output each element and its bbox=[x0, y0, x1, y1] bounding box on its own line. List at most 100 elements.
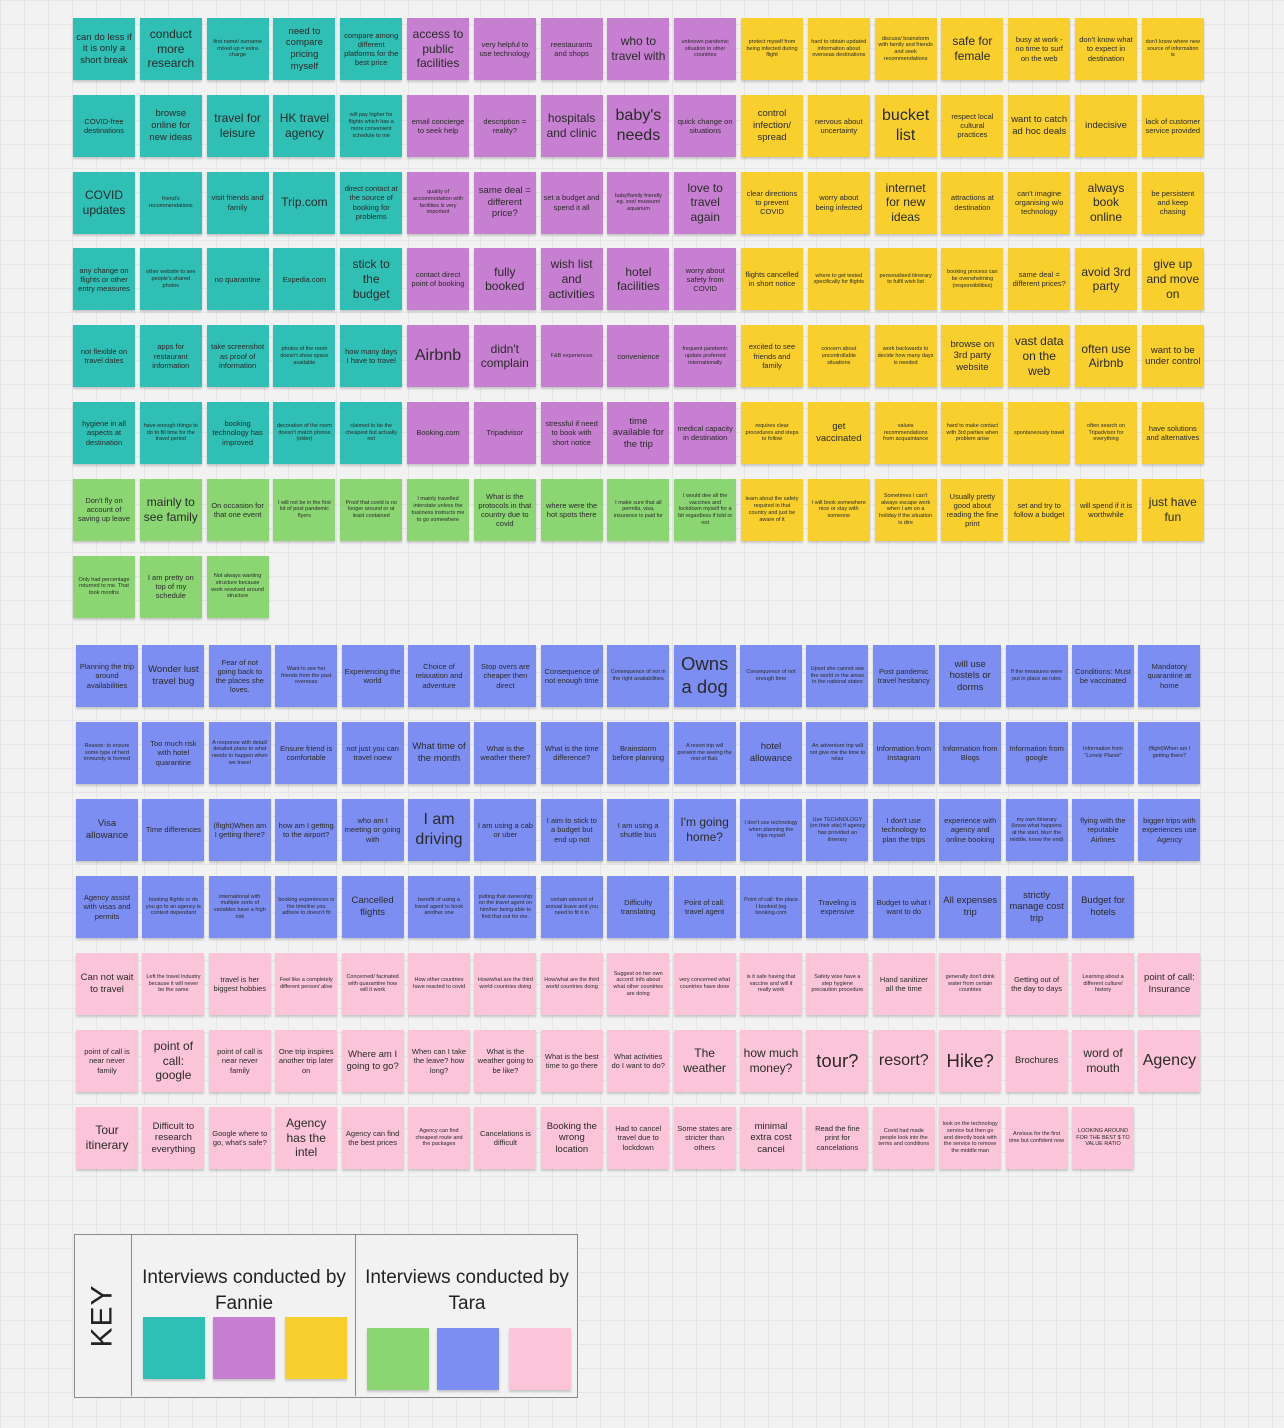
sticky-note[interactable]: don't know what to expect in destination bbox=[1075, 18, 1137, 80]
sticky-note[interactable]: friend's recommendations bbox=[139, 171, 202, 234]
sticky-note[interactable]: Agency can find the best prices bbox=[341, 1107, 404, 1169]
sticky-note[interactable]: discuss/ brainstorm with family and frie… bbox=[874, 18, 937, 80]
sticky-note[interactable]: hard to make contact with 3rd parties wh… bbox=[941, 402, 1004, 464]
sticky-note[interactable]: strictly manage cost trip bbox=[1005, 876, 1068, 938]
sticky-note[interactable]: I don't use technology when planning the… bbox=[740, 799, 802, 861]
sticky-note[interactable]: direct contact at the source of booking … bbox=[340, 171, 403, 234]
sticky-note[interactable]: other website to see people's shared pho… bbox=[139, 248, 202, 311]
sticky-note[interactable]: point of call is near never family bbox=[208, 1030, 271, 1092]
sticky-note[interactable]: Use TECHNOLOGY (on their site) if agency… bbox=[806, 799, 869, 861]
sticky-note[interactable]: Fear of not going back to the places she… bbox=[208, 645, 271, 707]
sticky-note[interactable]: time available for the trip bbox=[607, 402, 670, 464]
sticky-note[interactable]: contact direct point of booking bbox=[407, 248, 469, 311]
sticky-note[interactable]: On occasion for that one event bbox=[206, 478, 269, 541]
sticky-note[interactable]: When can I take the leave? how long? bbox=[408, 1030, 470, 1092]
sticky-note[interactable]: Left the travel industry because it will… bbox=[142, 953, 205, 1015]
sticky-note[interactable]: stick to the budget bbox=[340, 248, 403, 311]
sticky-note[interactable]: how am I getting to the airport? bbox=[275, 799, 338, 861]
sticky-note[interactable]: is it safe having that vaccine and will … bbox=[740, 953, 802, 1015]
sticky-note[interactable]: Too much risk with hotel quarantine bbox=[142, 722, 205, 784]
sticky-note[interactable]: Want to see her friends from the past ov… bbox=[275, 645, 338, 707]
sticky-note[interactable]: description = reality? bbox=[473, 94, 536, 157]
sticky-note[interactable]: lack of customer service provided bbox=[1141, 94, 1204, 157]
sticky-note[interactable]: I'm going home? bbox=[673, 799, 736, 861]
sticky-note[interactable]: point of call: Insurance bbox=[1138, 953, 1201, 1015]
sticky-note[interactable]: Post pandemic travel hesitancy bbox=[872, 645, 935, 707]
sticky-note[interactable]: Tour itinerary bbox=[76, 1107, 138, 1169]
sticky-note[interactable]: Where am I going to go? bbox=[341, 1030, 404, 1092]
sticky-note[interactable]: reestaurants and shops bbox=[540, 18, 603, 80]
sticky-note[interactable]: can't imagine organising w/o technology bbox=[1008, 171, 1071, 234]
sticky-note[interactable]: access to public facilities bbox=[407, 18, 469, 80]
sticky-note[interactable]: worry about safety from COVID bbox=[674, 248, 737, 311]
sticky-note[interactable]: I am using a cab or uber bbox=[474, 799, 537, 861]
sticky-note[interactable]: be persistent and keep chasing bbox=[1141, 171, 1204, 234]
sticky-note[interactable]: Upset she cannot see the world or the ar… bbox=[806, 645, 869, 707]
sticky-note[interactable]: baby's needs bbox=[607, 94, 670, 157]
sticky-note[interactable]: Agency bbox=[1138, 1030, 1201, 1092]
sticky-note[interactable]: don't know where new source of informati… bbox=[1141, 18, 1204, 80]
sticky-note[interactable]: values recommendations from acquaintance bbox=[874, 402, 937, 464]
sticky-note[interactable]: Not always wanting structure because wor… bbox=[206, 555, 269, 618]
sticky-note[interactable]: Experiencing the world bbox=[341, 645, 404, 707]
sticky-note[interactable]: Information from google bbox=[1005, 722, 1068, 784]
sticky-note[interactable]: A response with detail/ detailed plans t… bbox=[208, 722, 271, 784]
sticky-note[interactable]: same deal = different prices? bbox=[1008, 248, 1071, 311]
sticky-note[interactable]: Budget for hotels bbox=[1072, 876, 1134, 938]
sticky-note[interactable]: Airbnb bbox=[407, 325, 469, 388]
sticky-note[interactable]: hard to obtain updated information about… bbox=[807, 18, 870, 80]
sticky-note[interactable]: Google where to go, what's safe? bbox=[208, 1107, 271, 1169]
sticky-note[interactable]: Conditions: Must be vaccinated bbox=[1072, 645, 1134, 707]
sticky-note[interactable]: claimed to be the cheapest but actually … bbox=[340, 402, 403, 464]
sticky-note[interactable]: point of call is near never family bbox=[76, 1030, 138, 1092]
sticky-note[interactable]: excited to see friends and family bbox=[741, 325, 803, 388]
sticky-note[interactable]: experience with agency and online bookin… bbox=[939, 799, 1002, 861]
sticky-note[interactable]: I am using a shuttle bus bbox=[607, 799, 670, 861]
sticky-note[interactable]: booking technology has improved bbox=[206, 402, 269, 464]
sticky-note[interactable]: not flexible on travel dates bbox=[73, 325, 135, 388]
sticky-note[interactable]: hotel allowance bbox=[740, 722, 802, 784]
sticky-note[interactable]: internet for new ideas bbox=[874, 171, 937, 234]
sticky-note[interactable]: who to travel with bbox=[607, 18, 670, 80]
sticky-note[interactable]: just have fun bbox=[1141, 478, 1204, 541]
sticky-note[interactable]: Wonder lust travel bug bbox=[142, 645, 205, 707]
sticky-note[interactable]: Trip.com bbox=[273, 171, 336, 234]
sticky-note[interactable]: One trip inspires another trip later on bbox=[275, 1030, 338, 1092]
sticky-note[interactable]: What time of the month bbox=[408, 722, 470, 784]
sticky-note[interactable]: I will not be in the first lot of post p… bbox=[273, 478, 336, 541]
sticky-note[interactable]: want to catch ad hoc deals bbox=[1008, 94, 1071, 157]
sticky-note[interactable]: very helpful to use technology bbox=[473, 18, 536, 80]
sticky-note[interactable]: I will book somewhere nice or stay with … bbox=[807, 478, 870, 541]
sticky-note[interactable]: Consequence of not enough time bbox=[540, 645, 603, 707]
sticky-note[interactable]: bucket list bbox=[874, 94, 937, 157]
sticky-note[interactable]: will use hostels or dorms bbox=[939, 645, 1002, 707]
sticky-note[interactable]: hotel facilities bbox=[607, 248, 670, 311]
sticky-note[interactable]: What is the protocols in that country du… bbox=[473, 478, 536, 541]
sticky-note[interactable]: What activities do I want to do? bbox=[607, 1030, 670, 1092]
sticky-note[interactable]: Safety wise have a step hygiene precauti… bbox=[806, 953, 869, 1015]
sticky-note[interactable]: Owns a dog bbox=[673, 645, 736, 707]
sticky-note[interactable]: I mainly travelled interstate unless the… bbox=[407, 478, 469, 541]
sticky-note[interactable]: not just you can travel noew bbox=[341, 722, 404, 784]
sticky-note[interactable]: I aim to stick to a budget but end up no… bbox=[540, 799, 603, 861]
sticky-note[interactable]: Point of call: travel agent bbox=[673, 876, 736, 938]
sticky-note[interactable]: Information from Instagram bbox=[872, 722, 935, 784]
sticky-note[interactable]: take screenshot as proof of information bbox=[206, 325, 269, 388]
sticky-note[interactable]: wish list and activities bbox=[540, 248, 603, 311]
sticky-note[interactable]: need to compare pricing myself bbox=[273, 18, 336, 80]
sticky-note[interactable]: my own itinerary (know what happens at t… bbox=[1005, 799, 1068, 861]
sticky-note[interactable]: Agency has the intel bbox=[275, 1107, 338, 1169]
sticky-note[interactable]: I don't use technology to plan the trips bbox=[872, 799, 935, 861]
sticky-note[interactable]: Covid had made people look into the term… bbox=[872, 1107, 935, 1169]
sticky-note[interactable]: can do less if it is only a short break bbox=[73, 18, 135, 80]
sticky-note[interactable]: nervous about uncertainty bbox=[807, 94, 870, 157]
sticky-note[interactable]: spontaneously travel bbox=[1008, 402, 1071, 464]
sticky-note[interactable]: minimal extra cost cancel bbox=[740, 1107, 802, 1169]
sticky-note[interactable]: Can not wait to travel bbox=[76, 953, 138, 1015]
sticky-note[interactable]: medical capacity in destination bbox=[674, 402, 737, 464]
sticky-note[interactable]: very concerned what countries have done bbox=[673, 953, 736, 1015]
sticky-note[interactable]: visit friends and family bbox=[206, 171, 269, 234]
sticky-note[interactable]: Information from "Lonely Planet" bbox=[1072, 722, 1134, 784]
sticky-note[interactable]: LOOKING AROUND FOR THE BEST $ TO VALUE R… bbox=[1072, 1107, 1134, 1169]
sticky-note[interactable]: Proof that covid is no longer around or … bbox=[340, 478, 403, 541]
